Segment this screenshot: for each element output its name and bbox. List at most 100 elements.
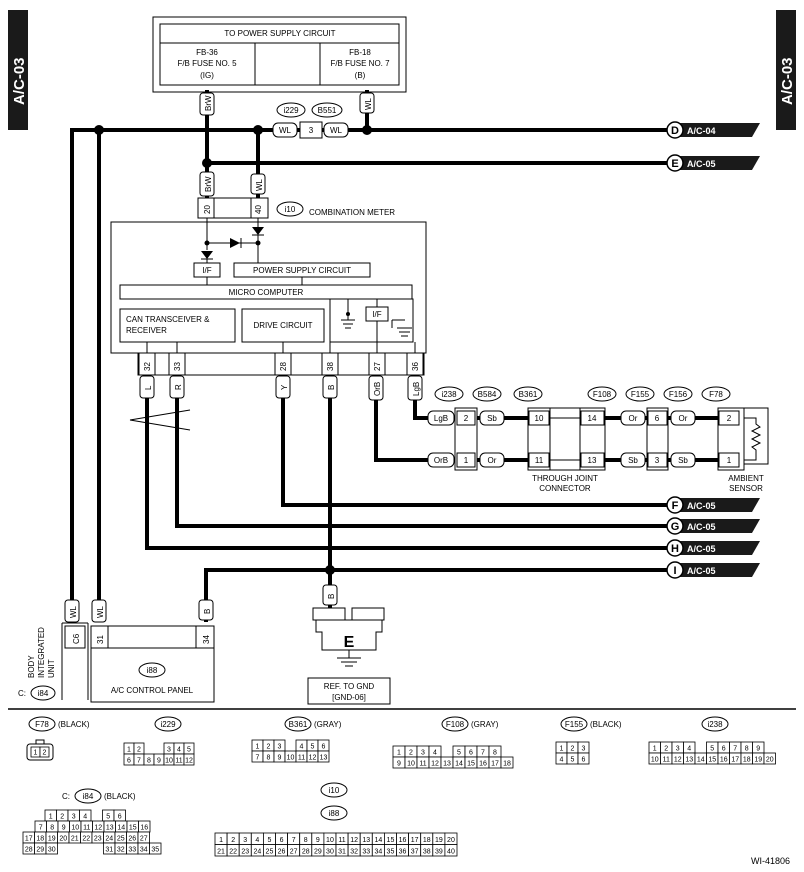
- meter-if-2: I/F: [372, 310, 381, 319]
- conn-view-cell: 10: [651, 757, 659, 764]
- conn-view-cell: 8: [147, 758, 151, 765]
- tag-brw-top-text: BrW: [204, 95, 213, 111]
- conn-view-cell: 17: [25, 836, 33, 843]
- chain-pin: 1: [464, 456, 469, 465]
- figure-id: WI-41806: [751, 856, 790, 866]
- offpage-ref: A/C-04: [687, 126, 716, 136]
- meter-micro: MICRO COMPUTER: [229, 288, 304, 297]
- conn-view-cell: 7: [733, 746, 737, 753]
- conn-view-cell: 28: [25, 847, 33, 854]
- offpage-ref: A/C-05: [687, 159, 716, 169]
- conn-view-cell: 12: [431, 761, 439, 768]
- conn-view-cell: 2: [664, 746, 668, 753]
- twisted-pair-mark: [129, 409, 191, 431]
- conn-view-cell: 22: [229, 849, 237, 856]
- tag-brw-top: BrW: [199, 92, 215, 116]
- tag-wl-meter: WL: [250, 173, 266, 195]
- conn-view-cell: 22: [82, 836, 90, 843]
- conn-view-cell: 25: [266, 849, 274, 856]
- tag-wl-meter-text: WL: [255, 178, 264, 191]
- body-integrated-unit: C6 BODY INTEGRATED UNIT C: i84: [18, 622, 89, 701]
- power-box-right-1: FB-18: [349, 48, 371, 57]
- conn-view-cell: 1: [49, 814, 53, 821]
- tag-orb: OrB: [368, 375, 384, 401]
- conn-view-cell: 30: [326, 849, 334, 856]
- meter-pin-27: 27: [373, 362, 382, 371]
- chain-pin: 11: [535, 456, 544, 465]
- conn-view-cell: 15: [708, 757, 716, 764]
- meter-pin-top-left: 20: [203, 205, 212, 214]
- conn-view-cell: 23: [241, 849, 249, 856]
- conn-view-cell: 8: [745, 746, 749, 753]
- conn-view-cell: 4: [433, 750, 437, 757]
- meter-can-1: CAN TRANSCEIVER &: [126, 315, 210, 324]
- conn-view-cell: 18: [503, 761, 511, 768]
- tag-r-text: R: [174, 384, 183, 390]
- conn-view-cell: 40: [447, 849, 455, 856]
- conn-view-cell: 11: [338, 837, 345, 844]
- conn-view-cell: 26: [128, 836, 136, 843]
- conn-view-name: F155: [565, 720, 584, 729]
- top-conn-c2: B551: [318, 106, 337, 115]
- conn-view-cell: 7: [481, 750, 485, 757]
- conn-view-cell: 33: [362, 849, 370, 856]
- conn-view-cell: 12: [94, 825, 102, 832]
- conn-view-cell: 5: [311, 744, 315, 751]
- conn-view-cell: 14: [374, 837, 382, 844]
- junction-dots: [94, 125, 372, 575]
- panel-name: A/C CONTROL PANEL: [111, 686, 194, 695]
- conn-view-cell: 6: [322, 744, 326, 751]
- top-connector-i229-b551: WL 3 WL i229 B551: [272, 102, 349, 139]
- tag-wl-panel: WL: [91, 599, 107, 623]
- top-connector-pin: 3: [309, 126, 314, 135]
- conn-view-cell: 16: [140, 825, 148, 832]
- tag-r: R: [169, 375, 185, 399]
- conn-view-cell: 3: [167, 747, 171, 754]
- conn-view-cell: 21: [217, 849, 225, 856]
- conn-view-cell: 3: [72, 814, 76, 821]
- chain-pin: 14: [588, 414, 597, 423]
- conn-view-color: (BLACK): [104, 792, 136, 801]
- conn-view-cell: 19: [48, 836, 56, 843]
- top-conn-c1: i229: [283, 106, 299, 115]
- tag-lgb: LgB: [407, 375, 423, 401]
- conn-view-cell: 24: [253, 849, 261, 856]
- conn-view-cell: 28: [302, 849, 310, 856]
- conn-view-cell: 14: [697, 757, 705, 764]
- conn-view-cell: 6: [582, 757, 586, 764]
- conn-view-cell: 17: [411, 837, 419, 844]
- meter-connector: i10: [285, 205, 296, 214]
- conn-view-cell: 35: [387, 849, 395, 856]
- body-prefix: C:: [18, 689, 26, 698]
- chain-tag: Sb: [678, 456, 688, 465]
- conn-view-cell: 7: [292, 837, 296, 844]
- tag-orb-text: OrB: [373, 382, 382, 396]
- offpage-letter: E: [671, 158, 678, 170]
- conn-view-cell: 15: [129, 825, 137, 832]
- panel-pin-right: 34: [202, 635, 211, 644]
- conn-view-cell: 4: [83, 814, 87, 821]
- conn-view-cell: 1: [653, 746, 657, 753]
- conn-view-cell: 30: [48, 847, 56, 854]
- chain-tag: Sb: [487, 414, 497, 423]
- offpage-letter: F: [672, 500, 679, 512]
- conn-view-cell: 9: [316, 837, 320, 844]
- conn-view-cell: 11: [175, 758, 182, 765]
- conn-view-cell: 37: [411, 849, 419, 856]
- conn-view-cell: 19: [435, 837, 443, 844]
- conn-view-cell: 17: [731, 757, 739, 764]
- ambient-sensor-2: SENSOR: [729, 484, 763, 493]
- conn-view-cell: 5: [106, 814, 110, 821]
- page-tag-right-text: A/C-03: [779, 57, 796, 105]
- conn-view-cell: 35: [151, 847, 159, 854]
- conn-view-cell: 6: [722, 746, 726, 753]
- conn-view-cell: 15: [387, 837, 395, 844]
- conn-view-cell: 18: [423, 837, 431, 844]
- conn-view-cell: 32: [350, 849, 358, 856]
- conn-view-cell: 6: [280, 837, 284, 844]
- power-box-left-2: F/B FUSE NO. 5: [177, 59, 237, 68]
- conn-view-cell: 29: [314, 849, 322, 856]
- offpage-ref: A/C-05: [687, 522, 716, 532]
- conn-view-cell: 4: [300, 744, 304, 751]
- conn-view-cell: 15: [467, 761, 475, 768]
